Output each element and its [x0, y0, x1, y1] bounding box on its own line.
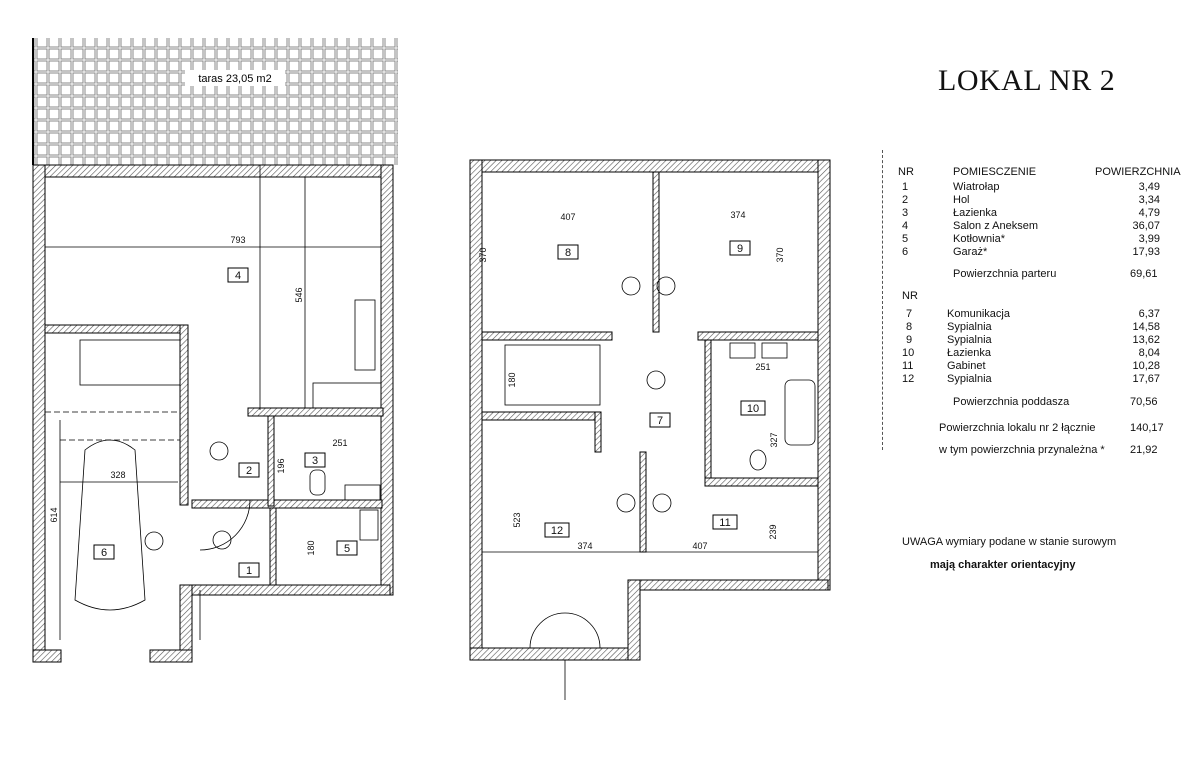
dimension-label: 180: [306, 540, 316, 555]
room-number: 6: [101, 547, 107, 559]
row-nr: 1: [902, 181, 909, 193]
room-number: 7: [657, 415, 663, 427]
room-number: 8: [565, 247, 571, 259]
row-area: 6,37: [1138, 308, 1160, 320]
note-line-1: UWAGA wymiary podane w stanie surowym: [902, 536, 1117, 548]
dimension-label: 370: [478, 247, 488, 262]
dimension-label: 180: [507, 372, 517, 387]
row-area: 3,49: [1138, 181, 1160, 193]
area-header: POWIERZCHNIA: [1095, 166, 1181, 178]
upper-total: 70,56: [1130, 396, 1158, 408]
row-area: 10,28: [1132, 360, 1160, 372]
room-number: 12: [551, 525, 563, 537]
row-name: Sypialnia: [947, 373, 992, 385]
row-nr: 10: [902, 347, 915, 359]
dimension-label: 614: [49, 507, 59, 522]
nr-header: NR: [898, 166, 914, 178]
row-name: Gabinet: [947, 360, 986, 372]
row-name: Wiatrołap: [953, 181, 1000, 193]
row-nr: 11: [902, 360, 914, 372]
row-nr: 2: [902, 194, 909, 206]
room-number: 5: [344, 543, 350, 555]
appurtenant-label: w tym powierzchnia przynależna *: [939, 444, 1105, 456]
row-name: Sypialnia: [947, 334, 992, 346]
upper-floor-dimensions: 407 374 370 370 180 251 327 523 374 407 …: [478, 210, 785, 551]
room-number: 4: [235, 270, 241, 282]
row-area: 14,58: [1132, 321, 1160, 333]
dimension-label: 239: [768, 524, 778, 539]
dimension-label: 523: [512, 512, 522, 527]
row-nr: 9: [906, 334, 913, 346]
dimension-label: 196: [276, 458, 286, 473]
appurtenant: 21,92: [1130, 444, 1158, 456]
row-area: 17,93: [1132, 246, 1160, 258]
dimension-label: 374: [577, 541, 592, 551]
dimension-label: 370: [775, 247, 785, 262]
row-name: Hol: [953, 194, 970, 206]
row-name: Salon z Aneksem: [953, 220, 1038, 232]
row-name: Kotłownia*: [953, 233, 1005, 245]
note-line-2: mają charakter orientacyjny: [930, 559, 1076, 571]
row-nr: 4: [902, 220, 909, 232]
room-header: POMIESCZENIE: [953, 166, 1037, 178]
room-number: 1: [246, 565, 252, 577]
row-area: 4,79: [1138, 207, 1160, 219]
upper-floor-room-numbers: 8 9 7 10 12 11: [544, 240, 766, 538]
row-nr: 7: [906, 308, 913, 320]
upper-total-label: Powierzchnia poddasza: [953, 396, 1070, 408]
row-area: 3,99: [1138, 233, 1160, 245]
ground-floor-dimensions: 793 546 328 614 196 251 180: [49, 235, 348, 556]
row-name: Łazienka: [953, 207, 998, 219]
room-number: 10: [747, 403, 759, 415]
table-divider: [882, 150, 883, 450]
terrace: taras 23,05 m2: [32, 38, 398, 165]
dimension-label: 328: [110, 470, 125, 480]
dimension-label: 374: [730, 210, 745, 220]
page-title: LOKAL NR 2: [938, 64, 1116, 97]
row-area: 13,62: [1132, 334, 1160, 346]
row-name: Komunikacja: [947, 308, 1010, 320]
dimension-label: 407: [560, 212, 575, 222]
total: 140,17: [1130, 422, 1164, 434]
dimension-label: 327: [769, 432, 779, 447]
upper-floor-details: [482, 276, 818, 700]
row-area: 17,67: [1132, 373, 1160, 385]
dimension-label: 793: [230, 235, 245, 245]
row-nr: 8: [906, 321, 913, 333]
total-label: Powierzchnia lokalu nr 2 łącznie: [939, 422, 1096, 434]
room-number: 9: [737, 243, 743, 255]
dimension-label: 251: [755, 362, 770, 372]
ground-floor-details: [45, 165, 382, 640]
row-nr: 12: [902, 373, 915, 385]
room-number: 2: [246, 465, 252, 477]
terrace-label: taras 23,05 m2: [198, 73, 271, 85]
ground-total: 69,61: [1130, 268, 1158, 280]
row-nr: 3: [902, 207, 909, 219]
row-name: Garaż*: [953, 246, 988, 258]
room-number: 3: [312, 455, 318, 467]
row-nr: 5: [902, 233, 909, 245]
row-name: Sypialnia: [947, 321, 992, 333]
dimension-label: 546: [294, 287, 304, 302]
row-area: 36,07: [1132, 220, 1160, 232]
row-area: 8,04: [1138, 347, 1160, 359]
dimension-label: 407: [692, 541, 707, 551]
row-name: Łazienka: [947, 347, 992, 359]
ground-total-label: Powierzchnia parteru: [953, 268, 1057, 280]
room-number: 11: [719, 517, 730, 529]
ground-floor-plan: [32, 164, 394, 663]
upper-floor-plan: [469, 159, 831, 661]
ground-floor-room-numbers: 4 2 3 5 1 6: [93, 267, 358, 578]
nr-header-upper: NR: [902, 290, 918, 302]
row-area: 3,34: [1138, 194, 1160, 206]
row-nr: 6: [902, 246, 909, 258]
dimension-label: 251: [332, 438, 347, 448]
